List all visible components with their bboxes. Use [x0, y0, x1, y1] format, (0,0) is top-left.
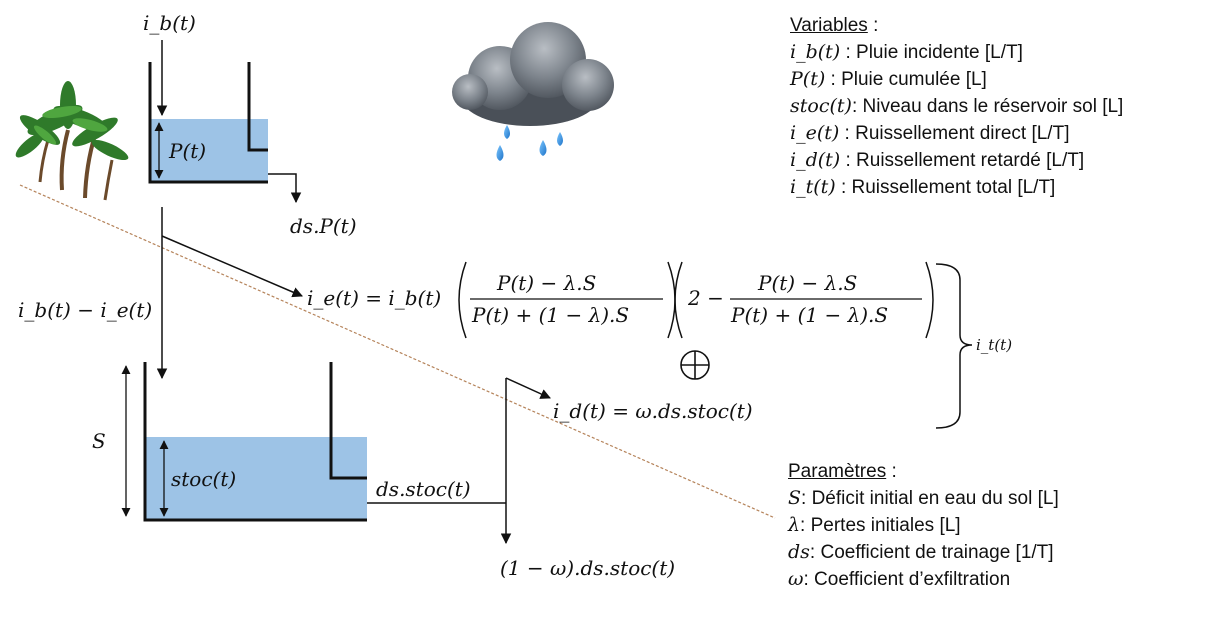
direct-runoff-equation: i_e(t) = i_b(t) P(t) − λ.S P(t) + (1 − λ… — [307, 261, 934, 339]
total-runoff-label: i_t(t) — [976, 336, 1012, 354]
parameter-item: ds: Coefficient de trainage [1/T] — [788, 541, 1054, 563]
delayed-runoff-equation: i_d(t) = ω.ds.stoc(t) — [553, 399, 753, 423]
infiltration-label: i_b(t) − i_e(t) — [18, 298, 152, 322]
soil-reservoir — [143, 362, 367, 522]
variable-item: stoc(t): Niveau dans le réservoir sol [L… — [790, 95, 1124, 117]
variable-item: i_d(t) : Ruissellement retardé [L/T] — [790, 149, 1085, 171]
direct-runoff-denominator-2: P(t) + (1 − λ).S — [730, 303, 888, 327]
soil-capacity-label: S — [92, 429, 106, 453]
variable-item: P(t) : Pluie cumulée [L] — [790, 68, 987, 90]
variable-item: i_t(t) : Ruissellement total [L/T] — [790, 176, 1056, 198]
direct-runoff-arrow — [161, 235, 303, 298]
variable-item: i_e(t) : Ruissellement direct [L/T] — [790, 122, 1070, 144]
left-paren-2 — [674, 261, 683, 339]
rain-cloud-icon — [452, 22, 614, 161]
parameter-item: S: Déficit initial en eau du sol [L] — [788, 487, 1059, 509]
total-runoff-brace — [935, 263, 973, 429]
direct-runoff-lhs: i_e(t) = i_b(t) — [307, 286, 441, 310]
exfiltration-label: (1 − ω).ds.stoc(t) — [500, 556, 675, 580]
variables-title: Variables — [790, 15, 868, 36]
slope-line — [19, 184, 776, 519]
parameters-title: Paramètres — [788, 461, 887, 482]
delayed-runoff-arrow — [505, 377, 551, 399]
soil-level-label: stoc(t) — [171, 467, 236, 491]
variables-panel: Variables : i_b(t) : Pluie incidente [L/… — [790, 12, 1123, 201]
rainfall-input-label: i_b(t) — [143, 11, 196, 35]
soil-drain-label: ds.stoc(t) — [376, 477, 471, 501]
plus-symbol — [680, 350, 710, 380]
top-drain-label: ds.P(t) — [290, 214, 357, 238]
palm-trees-icon — [15, 81, 129, 201]
direct-runoff-numerator-2: P(t) − λ.S — [757, 271, 857, 295]
parameter-item: ω: Coefficient d’exfiltration — [788, 568, 1011, 590]
variable-item: i_b(t) : Pluie incidente [L/T] — [790, 41, 1023, 63]
right-paren-1 — [667, 261, 676, 339]
direct-runoff-denominator-1: P(t) + (1 − λ).S — [471, 303, 629, 327]
left-paren-1 — [458, 261, 467, 339]
right-paren-2 — [925, 261, 934, 339]
parameter-item: λ: Pertes initiales [L] — [788, 514, 961, 536]
cumulative-rain-label: P(t) — [168, 139, 206, 163]
top-reservoir — [148, 62, 268, 184]
parameters-panel: Paramètres : S: Déficit initial en eau d… — [788, 458, 1059, 593]
direct-runoff-two: 2 − — [687, 286, 724, 310]
direct-runoff-numerator-1: P(t) − λ.S — [496, 271, 596, 295]
top-drain-arrow — [268, 173, 302, 204]
